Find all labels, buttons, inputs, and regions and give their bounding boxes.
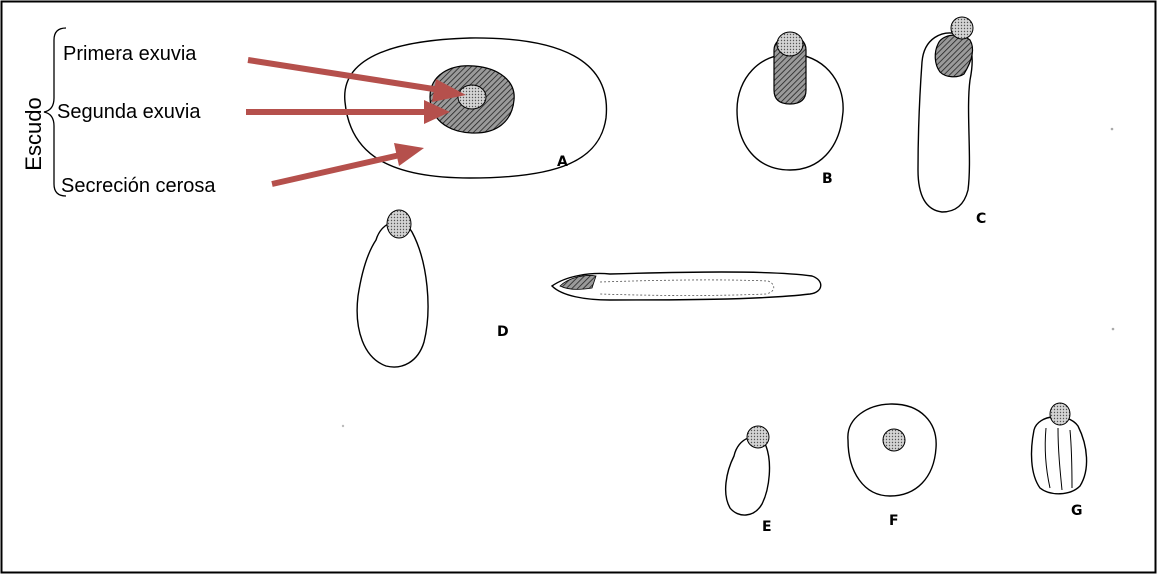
letter-d: D (497, 324, 509, 340)
letter-e: E (762, 519, 772, 535)
figure-f: F (848, 404, 936, 529)
label-primera-exuvia: Primera exuvia (63, 43, 197, 65)
speck (1112, 328, 1115, 331)
figure-e: E (726, 426, 772, 535)
label-segunda-exuvia: Segunda exuvia (57, 101, 201, 123)
label-secrecion-cerosa: Secreción cerosa (61, 175, 216, 197)
escudo-label: Escudo (21, 97, 46, 170)
letter-a: A (557, 154, 568, 170)
letter-b: B (822, 171, 833, 187)
letter-c: C (976, 211, 986, 227)
letter-f: F (889, 513, 899, 529)
figure-d: D (357, 210, 508, 367)
figure-b: B (737, 32, 843, 187)
letter-g: G (1071, 503, 1083, 519)
figure-c: C (918, 17, 986, 227)
speck (1111, 128, 1114, 131)
speck (342, 425, 344, 427)
figure-elongated (552, 272, 821, 300)
arrow-secrecion (272, 143, 424, 184)
figure-g: G (1032, 403, 1087, 519)
